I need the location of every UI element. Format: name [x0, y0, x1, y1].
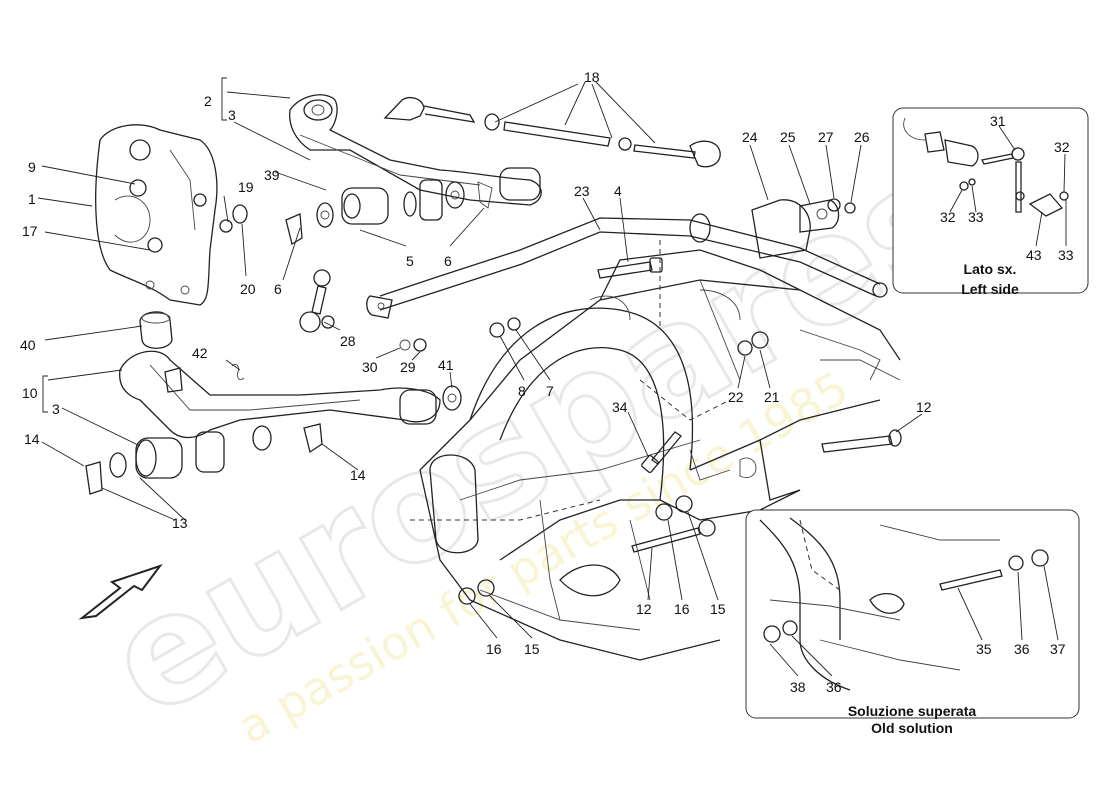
bolt-12-long [821, 429, 902, 453]
callout-23: 23 [574, 183, 590, 199]
inset-left-caption-2: Left side [961, 281, 1019, 297]
inset-left-side: 31 32 32 33 43 33 Lato sx. Left side [892, 107, 1089, 297]
callout-32-left: 32 [940, 209, 956, 225]
callout-20: 20 [240, 281, 256, 297]
old-nut-38 [763, 625, 781, 643]
stud-12-lower [631, 519, 716, 553]
callout-25: 25 [780, 129, 796, 145]
callout-14-left: 14 [24, 431, 40, 447]
callout-42: 42 [192, 345, 208, 361]
callout-39: 39 [264, 167, 280, 183]
callout-19: 19 [238, 179, 254, 195]
callout-15-low: 15 [524, 641, 540, 657]
callout-10: 10 [22, 385, 38, 401]
bar-bracket [751, 198, 856, 259]
callout-37: 37 [1050, 641, 1066, 657]
callout-7: 7 [546, 383, 554, 399]
bolt-4 [597, 257, 663, 279]
callout-16-low: 16 [486, 641, 502, 657]
hub-carrier [95, 124, 218, 306]
callout-5: 5 [406, 253, 414, 269]
toe-link-rod [383, 97, 721, 168]
callout-numbers: 2 3 9 1 17 19 39 20 6 5 6 28 30 29 40 42… [20, 69, 932, 657]
height-sensor [903, 117, 1069, 217]
old-subframe-detail [759, 517, 1000, 691]
leader-lines [37, 77, 923, 639]
old-nut-37 [1031, 549, 1049, 567]
callout-32-top: 32 [1054, 139, 1070, 155]
callout-35: 35 [976, 641, 992, 657]
nuts-lower [458, 579, 495, 605]
callout-24: 24 [742, 129, 758, 145]
callout-28: 28 [340, 333, 356, 349]
callout-26: 26 [854, 129, 870, 145]
callout-9: 9 [28, 159, 36, 175]
upper-arm-bushings [316, 167, 541, 228]
nuts-upper [655, 495, 693, 521]
callout-36-right: 36 [1014, 641, 1030, 657]
upper-control-arm [289, 94, 542, 206]
old-washer-36 [1008, 555, 1024, 571]
callout-30: 30 [362, 359, 378, 375]
callout-2: 2 [204, 93, 212, 109]
callout-17: 17 [22, 223, 38, 239]
callout-21: 21 [764, 389, 780, 405]
old-washer-36b [782, 620, 798, 636]
callout-6-right: 6 [444, 253, 452, 269]
callout-33-right: 33 [1058, 247, 1074, 263]
callout-31: 31 [990, 113, 1006, 129]
clips-and-washers [219, 204, 303, 246]
rear-subframe [410, 240, 901, 661]
lower-control-arm [119, 350, 462, 439]
callout-15-mid: 15 [710, 601, 726, 617]
callout-41: 41 [438, 357, 454, 373]
callout-22: 22 [728, 389, 744, 405]
callout-4: 4 [614, 183, 622, 199]
callout-16-mid: 16 [674, 601, 690, 617]
callout-12-lower: 12 [636, 601, 652, 617]
drop-link [299, 269, 427, 352]
callout-3-upper: 3 [228, 107, 236, 123]
callout-29: 29 [400, 359, 416, 375]
callout-27: 27 [818, 129, 834, 145]
callout-1: 1 [28, 191, 36, 207]
subframe-fasteners [489, 317, 769, 356]
callout-8: 8 [518, 383, 526, 399]
spring-seat [139, 311, 173, 349]
callout-6-left: 6 [274, 281, 282, 297]
callout-34: 34 [612, 399, 628, 415]
callout-36-left: 36 [826, 679, 842, 695]
front-direction-arrow [78, 564, 163, 620]
anti-roll-bar [366, 213, 888, 319]
callout-13: 13 [172, 515, 188, 531]
inset-old-solution: 35 36 37 38 36 Soluzione superata Old so… [745, 509, 1080, 736]
callout-38: 38 [790, 679, 806, 695]
callout-18: 18 [584, 69, 600, 85]
callout-43: 43 [1026, 247, 1042, 263]
callout-33-left: 33 [968, 209, 984, 225]
bolt-34 [641, 431, 682, 474]
callout-40: 40 [20, 337, 36, 353]
inset-left-caption-1: Lato sx. [964, 261, 1017, 277]
callout-3-lower: 3 [52, 401, 60, 417]
old-stud-35 [939, 569, 1003, 591]
inset-old-caption-2: Old solution [871, 720, 953, 736]
inset-old-caption-1: Soluzione superata [848, 703, 977, 719]
callout-12-right: 12 [916, 399, 932, 415]
callout-14-right: 14 [350, 467, 366, 483]
